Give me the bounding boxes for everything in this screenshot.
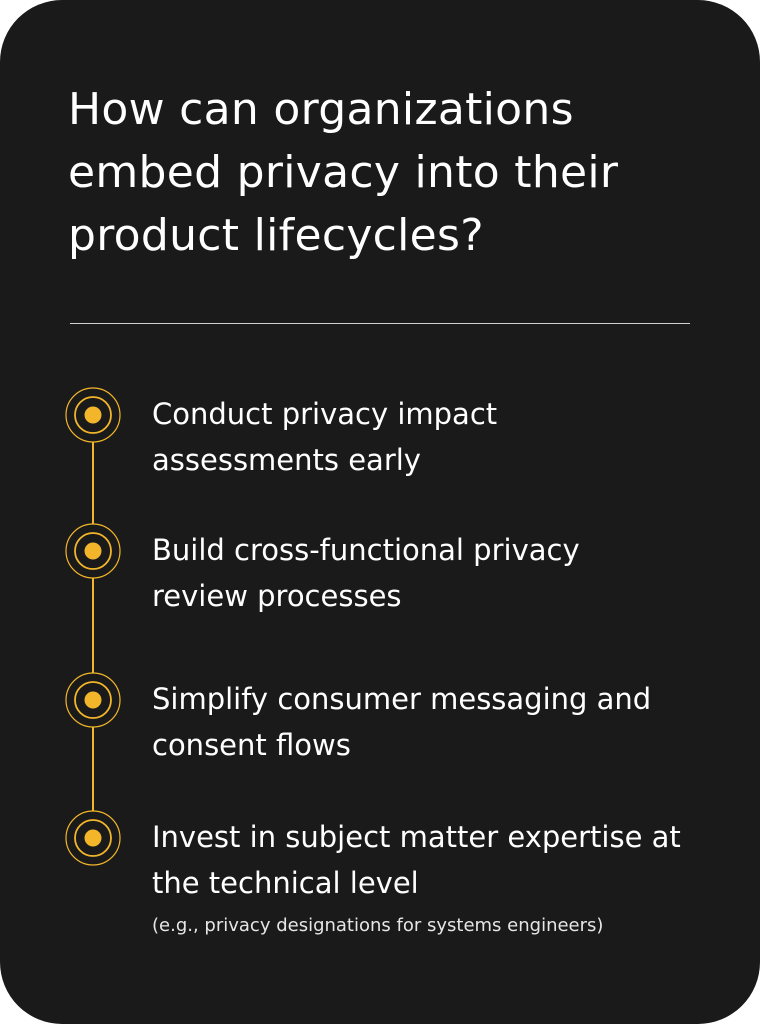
target-bullet-icon	[65, 523, 121, 579]
divider	[70, 323, 690, 324]
target-bullet-icon	[65, 810, 121, 866]
list-item: Simplify consumer messaging and consent …	[152, 682, 652, 762]
target-bullet-icon	[65, 387, 121, 443]
list-item: Build cross-functional privacy review pr…	[152, 533, 580, 613]
list-item-note: (e.g., privacy designations for systems …	[152, 915, 604, 936]
list-item: Invest in subject matter expertise at th…	[152, 820, 681, 900]
heading: How can organizations embed privacy into…	[68, 84, 619, 261]
list-item: Conduct privacy impact assessments early	[152, 397, 498, 477]
target-bullet-icon	[65, 672, 121, 728]
timeline-line	[92, 415, 94, 838]
